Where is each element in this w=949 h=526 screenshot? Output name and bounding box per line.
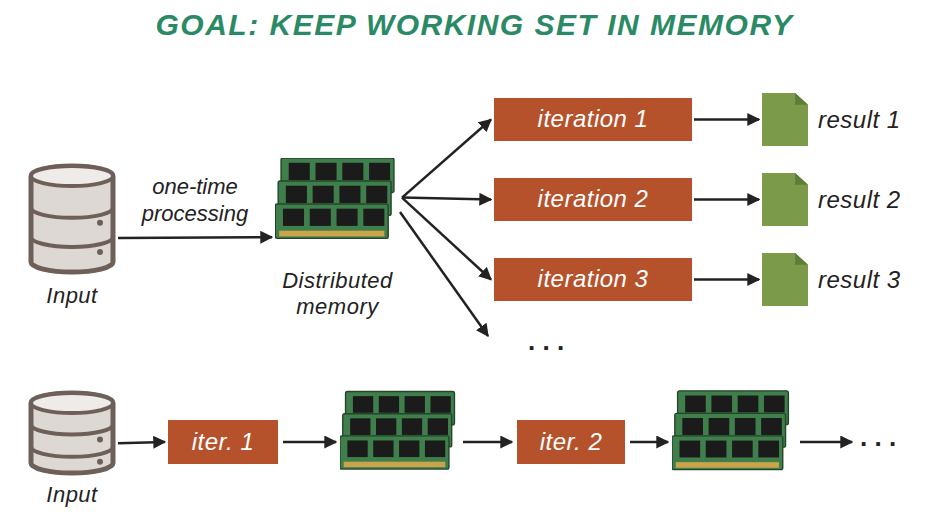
database-node: Input xyxy=(28,390,116,476)
process-box: iteration 2 xyxy=(494,178,692,221)
process-label: iteration 3 xyxy=(538,265,649,294)
memory-illustration xyxy=(275,158,400,246)
process-box: iteration 3 xyxy=(494,258,692,301)
ellipsis-label: . . . xyxy=(528,326,564,357)
database-symbol xyxy=(28,163,116,275)
result-node: result 2 xyxy=(762,173,808,226)
diagram-title: GOAL: KEEP WORKING SET IN MEMORY xyxy=(0,8,949,42)
memory-node: Distributed memory xyxy=(275,158,400,246)
flow-arrow xyxy=(118,442,165,443)
result-node: result 1 xyxy=(762,93,808,146)
arrow xyxy=(400,212,488,336)
flow-arrow xyxy=(402,198,491,200)
flow-arrow xyxy=(402,198,491,280)
arrow xyxy=(463,441,512,444)
node-label: Distributed memory xyxy=(253,268,423,321)
process-box: iter. 2 xyxy=(517,420,625,464)
process-label: iter. 2 xyxy=(540,428,603,457)
node-label: result 1 xyxy=(818,105,901,134)
process-box: iter. 1 xyxy=(168,420,278,464)
node-label: result 2 xyxy=(818,185,901,214)
flow-arrow xyxy=(694,118,759,121)
node-label: result 3 xyxy=(818,265,901,294)
arrow xyxy=(800,441,852,444)
node-label: Input xyxy=(46,482,97,508)
flow-arrow xyxy=(118,236,272,239)
database-symbol xyxy=(28,390,116,476)
result-node: result 3 xyxy=(762,253,808,306)
result-document xyxy=(762,173,808,226)
edge-label: one-time processing xyxy=(130,174,260,227)
flow-arrow xyxy=(694,278,759,281)
result-document xyxy=(762,93,808,146)
result-document xyxy=(762,253,808,306)
process-label: iteration 2 xyxy=(538,185,649,214)
process-box: iteration 1 xyxy=(494,98,692,141)
process-label: iteration 1 xyxy=(538,105,649,134)
flow-arrow xyxy=(402,120,491,198)
arrow xyxy=(283,441,336,444)
flow-arrow xyxy=(694,198,759,201)
memory-illustration xyxy=(340,392,454,470)
process-label: iter. 1 xyxy=(192,428,255,457)
memory-illustration xyxy=(672,391,788,470)
node-label: Input xyxy=(46,283,97,309)
ellipsis-label: . . . xyxy=(860,422,896,453)
database-node: Input xyxy=(28,163,116,275)
arrow xyxy=(630,441,668,444)
